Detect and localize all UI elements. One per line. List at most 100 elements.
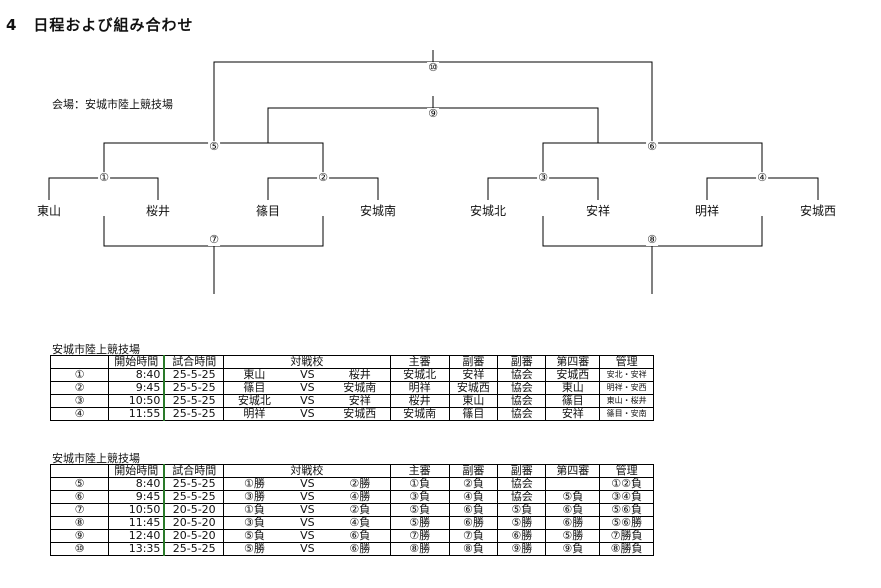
page-title: 4 日程および組み合わせ <box>6 16 194 34</box>
fourth-official: ⑨負 <box>545 542 601 556</box>
match-no: ③ <box>49 394 110 408</box>
home-team: 篠目 <box>223 381 285 395</box>
match-duration: 25-5-25 <box>163 490 225 504</box>
assistant-referee-1: ⑥負 <box>448 503 499 517</box>
match-duration: 25-5-25 <box>163 394 225 408</box>
header-cell: 第四審 <box>545 464 601 478</box>
management: ①②負 <box>599 477 654 491</box>
referee: 桜井 <box>389 394 450 408</box>
away-team: ④負 <box>329 516 391 530</box>
management: 明祥・安西 <box>599 381 654 395</box>
team-name: 安城北 <box>469 204 507 218</box>
tournament-bracket <box>48 50 819 294</box>
table-row: ⑦ 10:50 20-5-20 ①負 VS ②負 ⑤負 ⑥負 ⑤負 ⑥負 ⑤⑥負 <box>49 503 654 517</box>
header-cell: 試合時間 <box>163 355 225 369</box>
home-team: 明祥 <box>223 407 285 421</box>
referee: ⑦勝 <box>389 529 450 543</box>
vs-label: VS <box>284 368 330 382</box>
match-number-4: ④ <box>756 171 768 184</box>
away-team: ②勝 <box>329 477 391 491</box>
header-cell: 副審 <box>448 355 499 369</box>
assistant-referee-2: ⑤勝 <box>497 516 547 530</box>
vs-label: VS <box>284 542 330 556</box>
match-number-7: ⑦ <box>208 233 220 246</box>
management: ⑤⑥負 <box>599 503 654 517</box>
home-team: ①負 <box>223 503 285 517</box>
header-cell: 副審 <box>497 464 547 478</box>
vs-label: VS <box>284 381 330 395</box>
header-cell: 対戦校 <box>223 464 391 478</box>
match-no: ⑤ <box>49 477 110 491</box>
table-header-row: 開始時間 試合時間 対戦校 主審 副審 副審 第四審 管理 <box>49 355 654 369</box>
table-header-row: 開始時間 試合時間 対戦校 主審 副審 副審 第四審 管理 <box>49 464 654 478</box>
table-caption: 安城市陸上競技場 <box>52 452 140 465</box>
fourth-official: ⑤負 <box>545 490 601 504</box>
start-time: 11:45 <box>108 516 165 530</box>
table-row: ⑤ 8:40 25-5-25 ①勝 VS ②勝 ①負 ②負 協会 ①②負 <box>49 477 654 491</box>
vs-label: VS <box>284 503 330 517</box>
match-number-2: ② <box>317 171 329 184</box>
vs-label: VS <box>284 394 330 408</box>
home-team: ③負 <box>223 516 285 530</box>
match-number-3: ③ <box>537 171 549 184</box>
referee: 明祥 <box>389 381 450 395</box>
assistant-referee-1: ⑧負 <box>448 542 499 556</box>
header-cell: 管理 <box>599 464 654 478</box>
assistant-referee-2: 協会 <box>497 477 547 491</box>
assistant-referee-2: 協会 <box>497 381 547 395</box>
start-time: 9:45 <box>108 381 165 395</box>
header-cell: 開始時間 <box>108 355 165 369</box>
management: 篠目・安南 <box>599 407 654 421</box>
header-cell <box>49 355 109 369</box>
venue-label: 会場：安城市陸上競技場 <box>52 98 173 111</box>
start-time: 12:40 <box>108 529 165 543</box>
vs-label: VS <box>284 490 330 504</box>
home-team: ①勝 <box>223 477 285 491</box>
start-time: 13:35 <box>108 542 165 556</box>
match-no: ⑩ <box>49 542 110 556</box>
table-row: ③ 10:50 25-5-25 安城北 VS 安祥 桜井 東山 協会 篠目 東山… <box>49 394 654 408</box>
match-no: ⑨ <box>49 529 110 543</box>
table-row: ⑨ 12:40 20-5-20 ⑤負 VS ⑥負 ⑦勝 ⑦負 ⑥勝 ⑤勝 ⑦勝負 <box>49 529 654 543</box>
match-number-10: ⑩ <box>427 61 439 74</box>
team-name: 明祥 <box>694 204 720 218</box>
header-cell: 管理 <box>599 355 654 369</box>
management: ⑦勝負 <box>599 529 654 543</box>
team-name: 篠目 <box>255 204 281 218</box>
fourth-official: 安祥 <box>545 407 601 421</box>
fourth-official <box>545 477 601 491</box>
referee: 安城北 <box>389 368 450 382</box>
header-cell: 対戦校 <box>223 355 391 369</box>
vs-label: VS <box>284 516 330 530</box>
assistant-referee-1: ②負 <box>448 477 499 491</box>
referee: ⑤勝 <box>389 516 450 530</box>
match-duration: 20-5-20 <box>163 516 225 530</box>
start-time: 11:55 <box>108 407 165 421</box>
table-row: ② 9:45 25-5-25 篠目 VS 安城南 明祥 安城西 協会 東山 明祥… <box>49 381 654 395</box>
assistant-referee-2: ⑨勝 <box>497 542 547 556</box>
assistant-referee-1: ⑦負 <box>448 529 499 543</box>
start-time: 8:40 <box>108 477 165 491</box>
match-duration: 25-5-25 <box>163 407 225 421</box>
assistant-referee-2: ⑥勝 <box>497 529 547 543</box>
management: ⑤⑥勝 <box>599 516 654 530</box>
header-cell: 副審 <box>448 464 499 478</box>
match-number-8: ⑧ <box>646 233 658 246</box>
match-no: ⑧ <box>49 516 110 530</box>
assistant-referee-1: ⑥勝 <box>448 516 499 530</box>
header-cell: 試合時間 <box>163 464 225 478</box>
match-no: ⑥ <box>49 490 110 504</box>
start-time: 8:40 <box>108 368 165 382</box>
start-time: 10:50 <box>108 394 165 408</box>
table-row: ① 8:40 25-5-25 東山 VS 桜井 安城北 安祥 協会 安城西 安北… <box>49 368 654 382</box>
away-team: ④勝 <box>329 490 391 504</box>
assistant-referee-2: ⑤負 <box>497 503 547 517</box>
match-number-5: ⑤ <box>208 140 220 153</box>
away-team: ⑥勝 <box>329 542 391 556</box>
match-no: ② <box>49 381 110 395</box>
match-duration: 25-5-25 <box>163 477 225 491</box>
match-duration: 20-5-20 <box>163 503 225 517</box>
management: 安北・安祥 <box>599 368 654 382</box>
table-row: ⑩ 13:35 25-5-25 ⑤勝 VS ⑥勝 ⑧勝 ⑧負 ⑨勝 ⑨負 ⑧勝負 <box>49 542 654 556</box>
match-no: ④ <box>49 407 110 421</box>
